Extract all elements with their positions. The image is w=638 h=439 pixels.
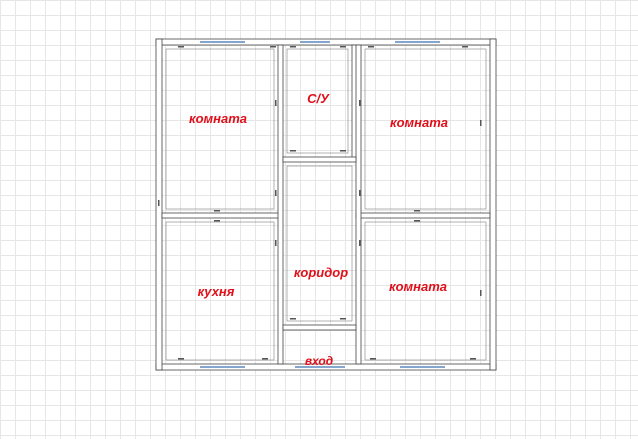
contour-room-top-right [364,48,487,210]
tick [290,46,296,48]
tick [370,358,376,360]
label-entrance: вход [305,354,333,368]
tick [414,220,420,222]
tick [340,318,346,320]
walls [155,38,497,371]
tick [462,46,468,48]
wall-bathroom-bottom [282,156,357,163]
wall-left-rooms-right [277,44,284,365]
label-room-top-left: комната [189,111,247,126]
tick [178,46,184,48]
tick [275,100,277,106]
contour-kitchen [165,221,275,361]
contour-corridor [286,165,353,322]
wall-corridor-bottom [282,324,357,331]
tick [480,120,482,126]
label-kitchen: кухня [198,284,235,299]
wall-left-rooms-divider [161,212,283,219]
tick [290,150,296,152]
tick [270,46,276,48]
tick [359,100,361,106]
contour-room-top-left [165,48,275,210]
dimension-ticks [158,46,482,360]
contour-bathroom [286,48,349,154]
openings [200,41,445,368]
tick [178,358,184,360]
tick [275,240,277,246]
label-bathroom: С/У [307,91,330,106]
tick [214,210,220,212]
tick [158,200,160,206]
tick [290,318,296,320]
tick [359,240,361,246]
contour-room-bottom-right [364,221,487,361]
wall-right-rooms-divider [355,212,491,219]
tick [340,46,346,48]
tick [470,358,476,360]
label-room-top-right: комната [390,115,448,130]
label-corridor: коридор [294,265,348,280]
label-room-bottom-right: комната [389,279,447,294]
tick [368,46,374,48]
tick [340,150,346,152]
tick [414,210,420,212]
wall-right-rooms-left [355,44,362,365]
tick [275,190,277,196]
inner-contours [165,48,487,361]
tick [214,220,220,222]
outer-wall-right [489,38,497,371]
tick [359,190,361,196]
tick [262,358,268,360]
tick [480,290,482,296]
